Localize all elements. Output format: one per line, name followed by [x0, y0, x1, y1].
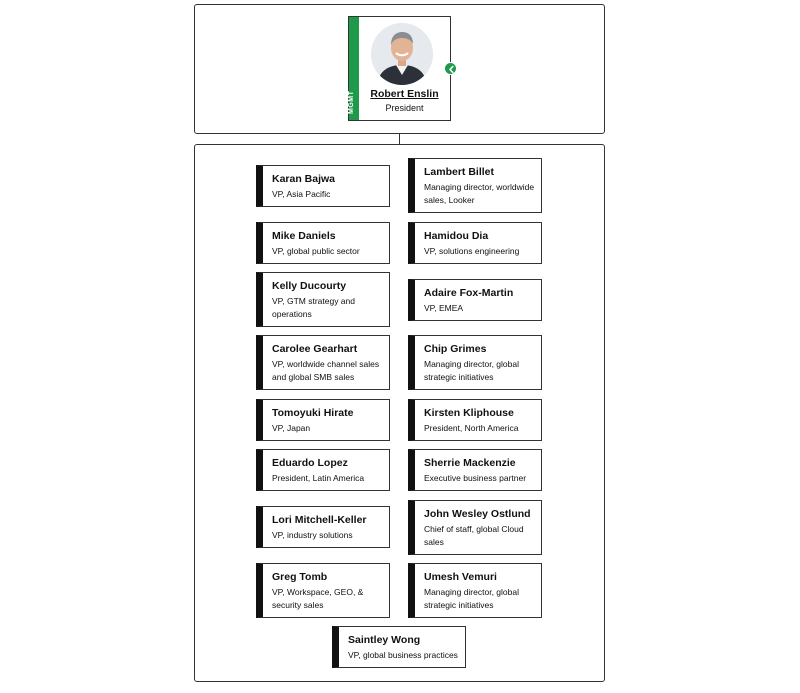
department-strip: [349, 17, 359, 120]
report-card[interactable]: Lambert Billet Managing director, worldw…: [408, 158, 542, 213]
report-card[interactable]: Greg Tomb VP, Workspace, GEO, & security…: [256, 563, 390, 618]
chevron-left-icon: [449, 65, 454, 74]
leader-card[interactable]: MGMT Robert Enslin President: [348, 16, 451, 121]
report-card[interactable]: Adaire Fox-Martin VP, EMEA: [408, 279, 542, 321]
report-name: Karan Bajwa: [272, 173, 336, 185]
report-name: Lambert Billet: [424, 166, 495, 178]
report-name: Kelly Ducourty: [272, 280, 347, 292]
report-name: Adaire Fox-Martin: [424, 287, 514, 299]
report-name: Tomoyuki Hirate: [272, 407, 354, 419]
report-name: Sherrie Mackenzie: [424, 457, 516, 469]
leader-title: President: [385, 103, 424, 113]
leader-name[interactable]: Robert Enslin: [370, 88, 439, 100]
report-title: Managing director, worldwide sales, Look…: [424, 182, 535, 205]
report-name: Lori Mitchell-Keller: [272, 514, 367, 526]
report-title: VP, Japan: [272, 423, 311, 433]
report-card[interactable]: Carolee Gearhart VP, worldwide channel s…: [256, 335, 390, 390]
report-card[interactable]: Kelly Ducourty VP, GTM strategy and oper…: [256, 272, 390, 327]
person-photo-icon: [371, 23, 433, 85]
report-card[interactable]: Mike Daniels VP, global public sector: [256, 222, 390, 264]
report-title: VP, worldwide channel sales and global S…: [272, 359, 380, 382]
report-name: Carolee Gearhart: [272, 343, 358, 355]
report-card[interactable]: Eduardo Lopez President, Latin America: [256, 449, 390, 491]
report-card[interactable]: Karan Bajwa VP, Asia Pacific: [256, 165, 390, 207]
report-card[interactable]: Chip Grimes Managing director, global st…: [408, 335, 542, 390]
report-card[interactable]: Hamidou Dia VP, solutions engineering: [408, 222, 542, 264]
report-card[interactable]: Kirsten Kliphouse President, North Ameri…: [408, 399, 542, 441]
report-title: VP, Workspace, GEO, & security sales: [272, 587, 364, 610]
report-name: Mike Daniels: [272, 230, 336, 242]
report-card[interactable]: Lori Mitchell-Keller VP, industry soluti…: [256, 506, 390, 548]
report-title: President, Latin America: [272, 473, 365, 483]
report-card[interactable]: Sherrie Mackenzie Executive business par…: [408, 449, 542, 491]
report-name: Umesh Vemuri: [424, 571, 497, 583]
report-title: VP, GTM strategy and operations: [272, 296, 355, 319]
report-name: John Wesley Ostlund: [424, 508, 531, 520]
collapse-button[interactable]: [444, 62, 457, 75]
report-name: Saintley Wong: [348, 634, 421, 646]
report-name: Greg Tomb: [272, 571, 328, 583]
report-title: VP, industry solutions: [272, 530, 353, 540]
report-title: VP, EMEA: [424, 303, 464, 313]
report-title: Managing director, global strategic init…: [424, 587, 519, 610]
report-name: Hamidou Dia: [424, 230, 489, 242]
report-card[interactable]: Tomoyuki Hirate VP, Japan: [256, 399, 390, 441]
report-card[interactable]: John Wesley Ostlund Chief of staff, glob…: [408, 500, 542, 555]
report-name: Kirsten Kliphouse: [424, 407, 514, 419]
report-title: Managing director, global strategic init…: [424, 359, 519, 382]
report-title: VP, global business practices: [348, 650, 458, 660]
report-title: Chief of staff, global Cloud sales: [424, 524, 524, 547]
report-title: President, North America: [424, 423, 519, 433]
report-card[interactable]: Saintley Wong VP, global business practi…: [332, 626, 466, 668]
report-card[interactable]: Umesh Vemuri Managing director, global s…: [408, 563, 542, 618]
connector-line: [399, 134, 400, 144]
report-name: Eduardo Lopez: [272, 457, 348, 469]
report-title: VP, global public sector: [272, 246, 360, 256]
report-title: VP, Asia Pacific: [272, 189, 331, 199]
report-title: Executive business partner: [424, 473, 527, 483]
avatar: [371, 23, 433, 85]
report-title: VP, solutions engineering: [424, 246, 520, 256]
report-name: Chip Grimes: [424, 343, 487, 355]
